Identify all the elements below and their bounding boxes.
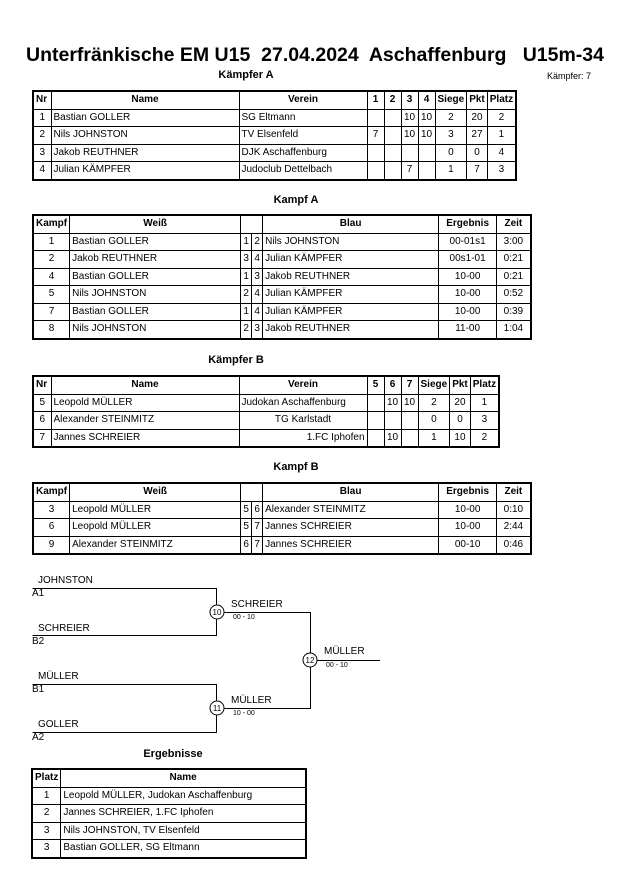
header-verein: Verein [238,375,368,395]
pool-b-table: Nr Name Verein 5 6 7 Siege Pkt Platz 5 L… [32,375,501,448]
ergebnisse-header: Platz Name [31,768,307,788]
platz-cell: 2 [469,428,500,448]
name-cell: Nils JOHNSTON, TV Elsenfeld [60,821,307,840]
ergebnisse-title: Ergebnisse [143,748,203,760]
weiss-cell: Alexander STEINMITZ [69,535,242,555]
header-zeit: Zeit [496,214,532,234]
kampf-b-title: Kampf B [273,461,319,473]
pool-a-table: Nr Name Verein 1 2 3 4 Siege Pkt Platz 1… [32,90,518,181]
header-siege: Siege [434,90,468,110]
header-platz: Platz [486,90,517,110]
header-platz: Platz [31,768,62,788]
blau-cell: Jakob REUTHNER [262,320,440,339]
name-cell: Jannes SCHREIER, 1.FC Iphofen [60,804,307,823]
pool-a-title: Kämpfer A [218,69,274,81]
platz-cell: 3 [486,161,517,180]
header-weiss: Weiß [69,214,242,234]
header-verein: Verein [238,90,368,110]
header-name: Name [50,90,240,110]
platz-cell: 3 [469,411,500,430]
bracket-sf1-winner: SCHREIER [231,599,283,610]
fight-circle-11 [209,700,225,716]
fight-number-11: 11 [212,704,222,713]
name-cell: Bastian GOLLER, SG Eltmann [60,839,307,858]
bracket-final-score: 00 - 10 [326,662,348,669]
table-row: 6 Alexander STEINMITZ TG Karlstadt 0 0 3 [32,411,500,430]
table-row: 9 Alexander STEINMITZ 6 7 Jannes SCHREIE… [32,535,532,555]
fight-number-10: 10 [212,608,222,617]
pool-b-title: Kämpfer B [208,354,264,366]
table-row: 8 Nils JOHNSTON 2 3 Jakob REUTHNER 11-00… [32,320,532,339]
header-weiss: Weiß [69,482,242,502]
header-pkt: Pkt [466,90,488,110]
siege-cell: 1 [417,428,451,448]
kampf-a-title: Kampf A [273,194,319,206]
bracket-q1-bottom-seed: B2 [32,636,45,647]
header-blau: Blau [262,214,440,234]
table-row: 1 Leopold MÜLLER, Judokan Aschaffenburg [31,786,307,805]
kampf-b-header: Kampf Weiß Blau Ergebnis Zeit [32,482,532,502]
table-row: 7 Bastian GOLLER 1 4 Julian KÄMPFER 10-0… [32,302,532,321]
kampf-a-header: Kampf Weiß Blau Ergebnis Zeit [32,214,532,234]
bracket-q1-top-seed: A1 [32,588,45,599]
table-row: 3 Bastian GOLLER, SG Eltmann [31,839,307,858]
table-row: 2 Jannes SCHREIER, 1.FC Iphofen [31,804,307,823]
verein-cell: 1.FC Iphofen [238,428,368,448]
header-7: 7 [400,375,419,395]
kaempfer-count: Kämpfer: 7 [547,71,592,81]
table-row: 2 Jakob REUTHNER 3 4 Julian KÄMPFER 00s1… [32,250,532,269]
bracket-sf2-winner: MÜLLER [231,695,272,706]
zeit-cell: 1:04 [496,320,532,339]
header-1: 1 [366,90,385,110]
kampf-a-table: Kampf Weiß Blau Ergebnis Zeit 1 Bastian … [32,214,532,340]
score-cell [417,161,436,180]
bracket-sf1-score: 00 - 10 [233,614,255,621]
siege-cell: 1 [434,161,468,180]
platz-cell: 3 [31,839,62,858]
kampf-cell: 9 [32,535,71,555]
header-name: Name [60,768,307,788]
score-cell: 10 [417,126,436,145]
bracket-q2-top-seed: B1 [32,684,45,695]
platz-cell: 2 [31,804,62,823]
name-cell: Leopold MÜLLER, Judokan Aschaffenburg [60,786,307,805]
blau-cell: Jannes SCHREIER [262,535,440,555]
bracket-q1-bottom-name: SCHREIER [38,623,90,634]
bracket-q2-bottom-seed: A2 [32,732,45,743]
header-ergebnis: Ergebnis [438,214,498,234]
zeit-cell: 0:46 [496,535,532,555]
bracket-sf2-score: 10 - 00 [233,710,255,717]
header-zeit: Zeit [496,482,532,502]
blau-nr-cell: 3 [251,320,264,339]
page-title: Unterfränkische EM U15 27.04.2024 Aschaf… [25,44,604,66]
platz-cell: 3 [31,821,62,840]
platz-cell: 1 [31,786,62,805]
name-cell: Jannes SCHREIER [50,428,240,448]
header-siege: Siege [417,375,451,395]
score-cell [400,428,419,448]
ergebnisse-table: Platz Name 1 Leopold MÜLLER, Judokan Asc… [31,768,307,859]
header-platz: Platz [469,375,500,395]
bracket-q1-top-name: JOHNSTON [38,575,93,586]
table-row: 7 Jannes SCHREIER 1.FC Iphofen 10 1 10 2 [32,428,500,448]
name-cell: Julian KÄMPFER [50,161,240,180]
bracket-q2-top-name: MÜLLER [38,671,79,682]
fight-circle-10 [209,604,225,620]
pool-a-header: Nr Name Verein 1 2 3 4 Siege Pkt Platz [32,90,517,110]
header-4: 4 [417,90,436,110]
table-row: 4 Julian KÄMPFER Judoclub Dettelbach 7 1… [32,161,517,180]
fight-circle-12 [302,652,318,668]
kampf-b-table: Kampf Weiß Blau Ergebnis Zeit 3 Leopold … [32,482,532,555]
fight-number-12: 12 [305,656,315,665]
table-row: 6 Leopold MÜLLER 5 7 Jannes SCHREIER 10-… [32,518,532,537]
bracket-q2-bottom-name: GOLLER [38,719,79,730]
table-row: 3 Nils JOHNSTON, TV Elsenfeld [31,821,307,840]
bracket-final-winner: MÜLLER [324,646,365,657]
pool-b-header: Nr Name Verein 5 6 7 Siege Pkt Platz [32,375,500,395]
